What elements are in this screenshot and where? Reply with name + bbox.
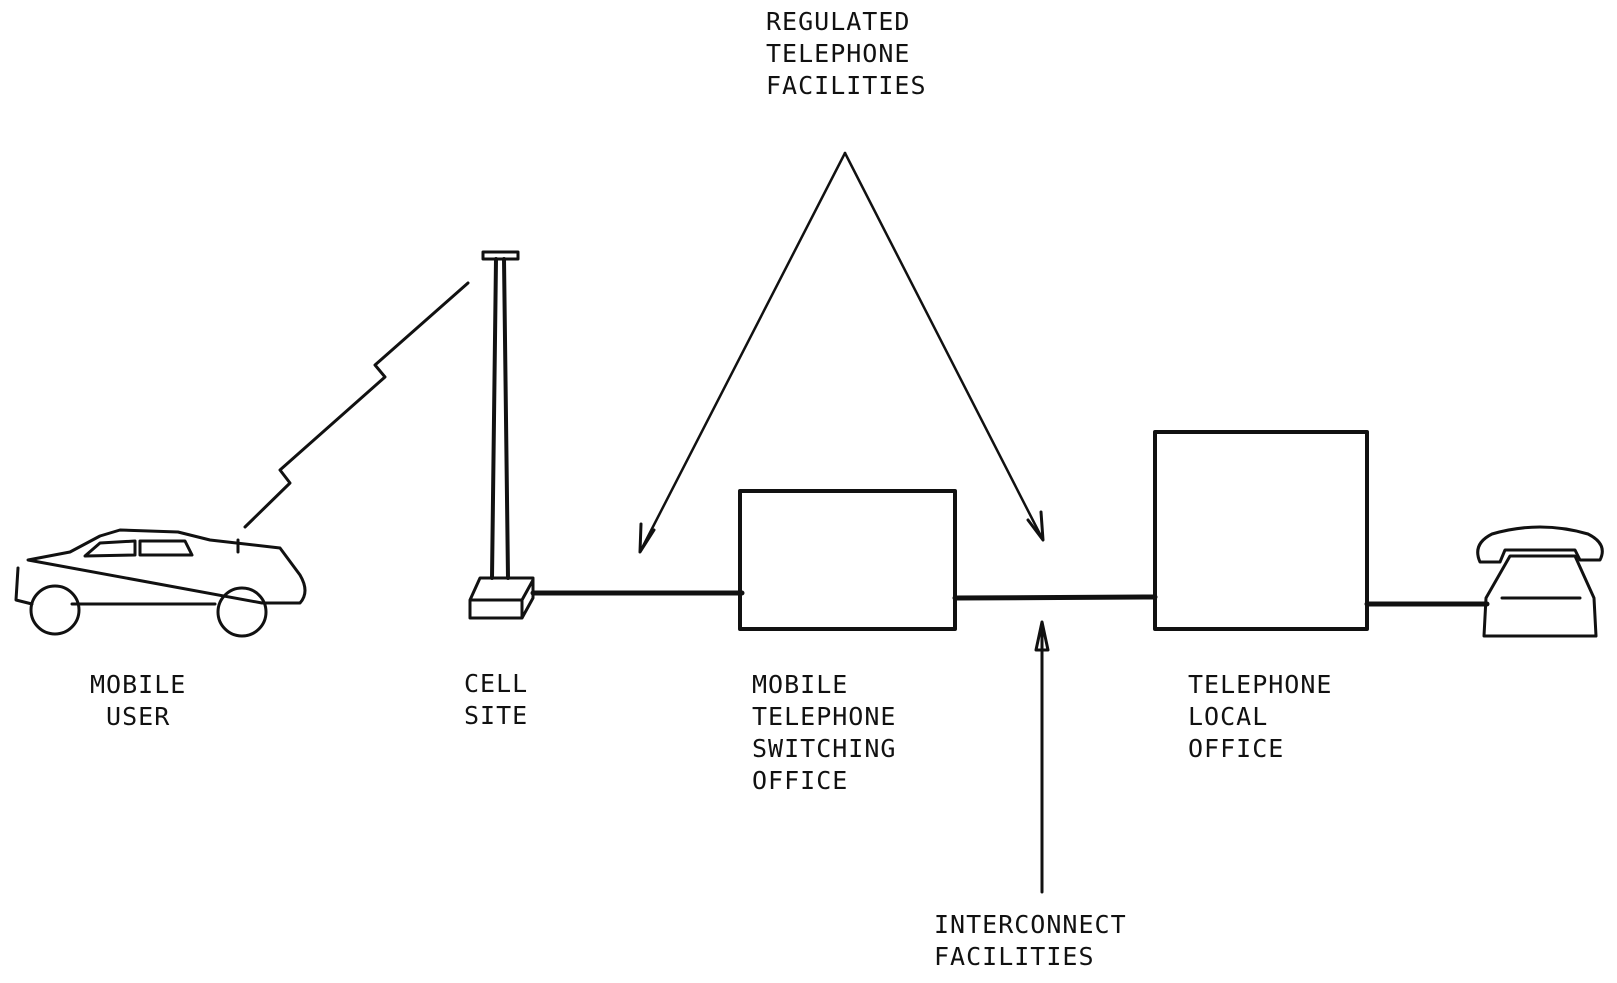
mtso-label: MOBILE TELEPHONE SWITCHING OFFICE xyxy=(752,669,896,797)
label-line: TELEPHONE xyxy=(752,701,896,733)
local-office-box xyxy=(1155,432,1367,629)
label-line: FACILITIES xyxy=(766,70,927,102)
label-line: REGULATED xyxy=(766,6,927,38)
mtso-box xyxy=(740,491,955,629)
cell-site-label: CELL SITE xyxy=(464,668,528,732)
car-icon xyxy=(16,530,305,636)
label-line: OFFICE xyxy=(1188,733,1332,765)
label-line: INTERCONNECT xyxy=(934,909,1127,941)
label-line: LOCAL xyxy=(1188,701,1332,733)
mobile-user-label: MOBILE USER xyxy=(90,669,186,733)
cell-tower-icon xyxy=(470,252,533,618)
label-line: USER xyxy=(90,701,186,733)
label-line: FACILITIES xyxy=(934,941,1127,973)
label-line: MOBILE xyxy=(90,669,186,701)
regulated-facilities-label: REGULATED TELEPHONE FACILITIES xyxy=(766,6,927,102)
telephone-icon xyxy=(1478,527,1603,636)
interconnect-arrow xyxy=(1036,622,1048,892)
label-line: TELEPHONE xyxy=(766,38,927,70)
connection-lines xyxy=(533,593,1487,604)
label-line: CELL xyxy=(464,668,528,700)
label-line: SITE xyxy=(464,700,528,732)
radio-link-icon xyxy=(245,283,468,527)
local-office-label: TELEPHONE LOCAL OFFICE xyxy=(1188,669,1332,765)
label-line: TELEPHONE xyxy=(1188,669,1332,701)
interconnect-facilities-label: INTERCONNECT FACILITIES xyxy=(934,909,1127,973)
label-line: MOBILE xyxy=(752,669,896,701)
label-line: OFFICE xyxy=(752,765,896,797)
label-line: SWITCHING xyxy=(752,733,896,765)
